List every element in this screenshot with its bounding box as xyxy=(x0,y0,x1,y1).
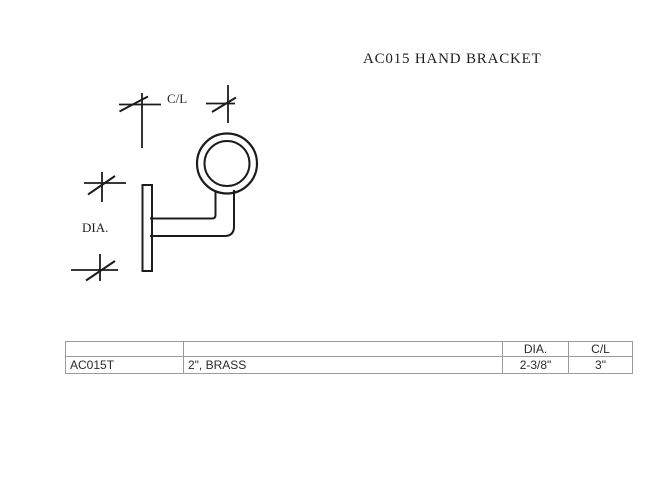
bracket-arm xyxy=(150,190,235,237)
arm-outer-outline xyxy=(150,190,235,237)
cl-value-cell: 3" xyxy=(568,356,633,374)
dia-value-cell: 2-3/8" xyxy=(502,356,569,374)
dia-column-header: DIA. xyxy=(502,341,569,357)
part-number-cell: AC015T xyxy=(65,356,184,374)
arm-inner-outline xyxy=(150,191,217,220)
page-title: AC015 HAND BRACKET xyxy=(363,51,542,67)
description-cell: 2", BRASS xyxy=(183,356,503,374)
spec-table-header-row: DIA. C/L xyxy=(65,341,633,357)
handrail-ring-outer xyxy=(195,132,259,195)
dimension-tick xyxy=(119,95,149,113)
dia-dimension-label: DIA. xyxy=(82,220,108,235)
dimension-tick xyxy=(87,175,116,196)
part-column-header xyxy=(65,341,184,357)
cl-dimension-label: C/L xyxy=(167,91,187,106)
cl-dimension: C/L xyxy=(119,85,237,148)
spec-table-row: AC015T 2", BRASS 2-3/8" 3" xyxy=(65,356,633,374)
dia-dimension: DIA. xyxy=(71,172,126,282)
wall-plate xyxy=(141,184,153,272)
handrail-ring-inner xyxy=(203,140,251,187)
dimension-tick xyxy=(211,96,237,113)
description-column-header xyxy=(183,341,503,357)
spec-table: DIA. C/L AC015T 2", BRASS 2-3/8" 3" xyxy=(65,341,633,374)
cl-column-header: C/L xyxy=(568,341,633,357)
dimension-tick xyxy=(85,260,116,282)
